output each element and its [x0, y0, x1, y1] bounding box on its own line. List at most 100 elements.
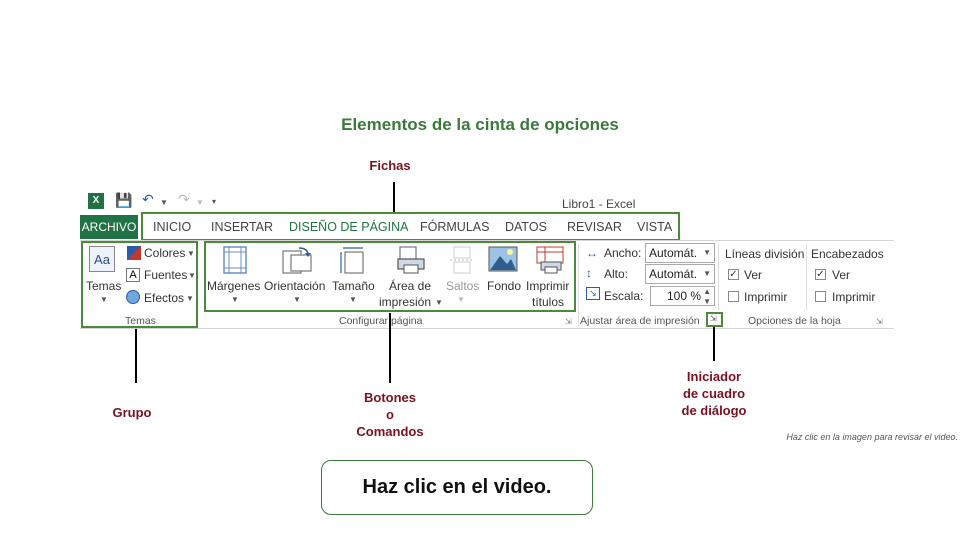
ancho-label: Ancho: [604, 246, 642, 260]
saltos-button[interactable]: Saltos [446, 279, 480, 293]
margenes-dropdown-icon[interactable]: ▼ [231, 295, 239, 304]
callout-iniciador-line3: de diálogo [681, 403, 747, 418]
ancho-dropdown[interactable]: Automát. ▼ [645, 243, 715, 263]
margenes-button[interactable]: Márgenes [207, 279, 261, 293]
escala-label: Escala: [604, 289, 644, 303]
area-impresion-dropdown-icon[interactable]: ▼ [435, 298, 443, 307]
saltos-dropdown-icon[interactable]: ▼ [457, 295, 465, 304]
customize-qat-icon[interactable]: ▾ [212, 197, 217, 206]
escala-up-icon[interactable]: ▲ [703, 287, 711, 296]
tab-diseno-de-pagina[interactable]: DISEÑO DE PÁGINA [289, 220, 409, 234]
tab-datos[interactable]: DATOS [505, 220, 547, 234]
background-icon [488, 246, 518, 272]
callout-botones-line2: o [386, 407, 394, 422]
margins-icon [223, 246, 247, 274]
orientacion-button[interactable]: Orientación [264, 279, 326, 293]
fuentes-button[interactable]: Fuentes [144, 268, 188, 282]
size-icon [340, 247, 364, 274]
callout-botones-line [389, 313, 391, 383]
group-temas-frame [81, 241, 198, 328]
undo-dropdown-icon[interactable]: ▼ [160, 198, 168, 207]
efectos-button[interactable]: Efectos [144, 291, 185, 305]
area-impresion-line2[interactable]: impresión [379, 295, 432, 309]
tab-revisar[interactable]: REVISAR [567, 220, 622, 234]
callout-iniciador-line [713, 327, 715, 361]
separator-3 [806, 244, 807, 310]
callout-botones-line1: Botones [364, 390, 416, 405]
redo-dropdown-icon[interactable]: ▼ [196, 198, 204, 207]
print-titles-icon [536, 246, 564, 274]
callout-grupo-line [135, 329, 137, 383]
save-icon[interactable]: 💾 [115, 192, 133, 208]
breaks-icon [450, 246, 474, 274]
slide-title: Elementos de la cinta de opciones [341, 115, 619, 134]
efectos-dropdown-icon[interactable]: ▼ [186, 294, 194, 303]
callout-botones-line3: Comandos [356, 424, 424, 439]
encabezados-imprimir-checkbox[interactable] [815, 291, 826, 302]
width-icon: ↔ [586, 246, 598, 260]
video-note[interactable]: Haz clic en la imagen para revisar el vi… [786, 432, 958, 442]
excel-logo-icon: X [88, 193, 104, 209]
imprimir-titulos-line2[interactable]: títulos [532, 295, 565, 309]
alto-chevron-icon: ▼ [703, 269, 711, 278]
alto-dropdown[interactable]: Automát. ▼ [645, 264, 715, 284]
tab-vista[interactable]: VISTA [637, 220, 673, 234]
video-button[interactable]: Haz clic en el video. [321, 460, 593, 515]
fonts-icon: A [126, 268, 140, 282]
escala-value: 100 % [666, 289, 702, 303]
encabezados-imprimir-label: Imprimir [832, 290, 876, 304]
group-temas-label: Temas [125, 315, 156, 327]
effects-icon [126, 290, 140, 304]
print-area-icon [397, 246, 425, 274]
area-impresion-line1[interactable]: Área de [389, 279, 432, 293]
tab-insertar[interactable]: INSERTAR [211, 220, 274, 234]
opciones-dialog-launcher-icon[interactable]: ⇲ [876, 317, 883, 326]
dialog-launcher-highlight [706, 312, 723, 327]
tamano-dropdown-icon[interactable]: ▼ [349, 295, 357, 304]
separator-2 [718, 244, 719, 310]
redo-icon[interactable]: ↷ [178, 191, 190, 207]
ancho-value: Automát. [649, 246, 698, 260]
tab-archivo[interactable]: ARCHIVO [80, 215, 138, 239]
lineas-imprimir-checkbox[interactable] [728, 291, 739, 302]
escala-down-icon[interactable]: ▼ [703, 297, 711, 306]
group-ajustar-label: Ajustar área de impresión [580, 315, 700, 327]
ajustar-dialog-launcher-icon[interactable]: ⇲ [710, 314, 717, 323]
tab-inicio[interactable]: INICIO [153, 220, 192, 234]
fondo-button[interactable]: Fondo [487, 279, 522, 293]
temas-dropdown-icon[interactable]: ▼ [100, 295, 108, 304]
alto-value: Automát. [649, 267, 698, 281]
colores-button[interactable]: Colores [144, 246, 186, 260]
ribbon-top-border [80, 240, 894, 241]
callout-iniciador-line1: Iniciador [686, 369, 742, 384]
themes-icon[interactable]: Aa [89, 246, 115, 272]
lineas-ver-checkbox[interactable]: ✓ [728, 269, 739, 280]
encabezados-ver-label: Ver [832, 268, 851, 282]
tab-formulas[interactable]: FÓRMULAS [420, 220, 490, 234]
temas-button-label[interactable]: Temas [86, 279, 122, 293]
colors-icon [127, 246, 141, 260]
tamano-button[interactable]: Tamaño [332, 279, 375, 293]
callout-fichas: Fichas [369, 158, 411, 173]
lineas-division-label: Líneas división [725, 247, 805, 261]
group-commands-frame [204, 241, 576, 312]
callout-grupo: Grupo [112, 405, 152, 420]
escala-spinner[interactable]: 100 % ▲ ▼ [650, 286, 715, 306]
colores-dropdown-icon[interactable]: ▼ [187, 249, 195, 258]
callout-iniciador: Iniciador de cuadro de diálogo [668, 368, 760, 419]
callout-iniciador-line2: de cuadro [682, 386, 746, 401]
group-configurar-label: Configurar página [339, 315, 423, 327]
alto-label: Alto: [604, 267, 629, 281]
encabezados-ver-checkbox[interactable]: ✓ [815, 269, 826, 280]
imprimir-titulos-line1[interactable]: Imprimir [526, 279, 570, 293]
callout-botones: Botones o Comandos [340, 389, 440, 440]
undo-icon[interactable]: ↶ [142, 191, 154, 207]
encabezados-label: Encabezados [811, 247, 884, 261]
orientacion-dropdown-icon[interactable]: ▼ [293, 295, 301, 304]
configurar-dialog-launcher-icon[interactable]: ⇲ [565, 317, 572, 326]
ancho-chevron-icon: ▼ [703, 248, 711, 257]
height-icon: ↕ [586, 266, 592, 280]
callout-fichas-line [393, 182, 395, 212]
lineas-imprimir-label: Imprimir [744, 290, 788, 304]
fuentes-dropdown-icon[interactable]: ▼ [188, 271, 196, 280]
